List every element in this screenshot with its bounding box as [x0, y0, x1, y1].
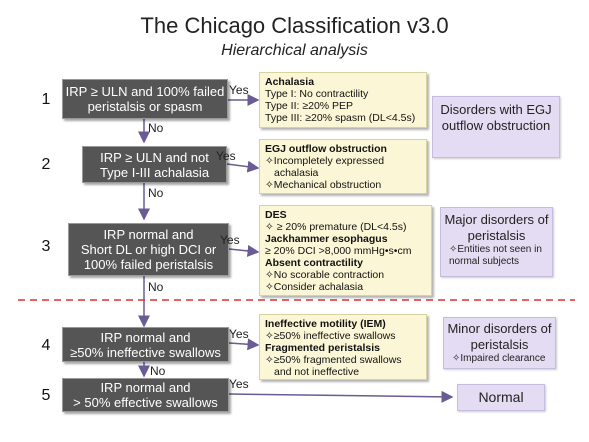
achalasia-heading: Achalasia [265, 76, 315, 88]
decision-5-line-2: > 50% effective swallows [73, 395, 218, 410]
decision-3-line-1: IRP normal and [103, 227, 194, 242]
category-normal-label: Normal [478, 389, 524, 405]
yes-arrow-2 [226, 160, 260, 173]
category-minor-note: ✧Impaired clearance [452, 353, 546, 364]
category-major-note: ✧Entities not seen in normal subjects [449, 244, 542, 267]
step-number-5: 5 [41, 387, 51, 404]
decision-3-line-3: 100% failed peristalsis [83, 257, 214, 272]
no-label-1: No [148, 121, 164, 135]
decision-box-4: IRP normal and≥50% ineffective swallows [62, 327, 229, 362]
yes-arrow-4 [228, 338, 260, 351]
jackhammer-item: ≥ 20% DCI >8,000 mmHg•s•cm [265, 245, 412, 257]
category-major-label: Major disorders of peristalsis [444, 212, 549, 243]
absent-item-1: ✧No scorable contraction [265, 269, 385, 281]
yes-arrow-5 [228, 390, 454, 403]
decision-5-line-1: IRP normal and [100, 380, 191, 395]
category-minor-peristalsis: Minor disorders of peristalsis ✧Impaired… [443, 317, 556, 369]
step-number-1: 1 [41, 91, 51, 108]
decision-1-line-1: IRP ≥ ULN and 100% failed [65, 84, 225, 99]
absent-contractility-heading: Absent contractility [265, 257, 364, 269]
yes-label-4: Yes [229, 327, 249, 341]
category-normal: Normal [457, 384, 545, 411]
major-disorders-box: DES ✧ ≥ 20% premature (DL<4.5s) Jackhamm… [259, 205, 432, 296]
decision-2-line-2: Type I-III achalasia [99, 164, 210, 180]
des-heading: DES [265, 209, 287, 221]
no-label-3: No [148, 280, 164, 294]
yes-label-5: Yes [229, 377, 249, 391]
page-title: The Chicago Classification v3.0 [140, 13, 449, 38]
absent-item-2: ✧Consider achalasia [265, 281, 364, 293]
egj-item-1-cont: achalasia [274, 167, 319, 179]
decision-3-line-2: Short DL or high DCI or [80, 242, 217, 257]
egj-item-1: ✧Incompletely expressed [265, 155, 385, 167]
decision-4-line-2: ≥50% ineffective swallows [70, 344, 221, 360]
step-number-2: 2 [41, 156, 51, 173]
decision-box-5: IRP normal and> 50% effective swallows [62, 378, 229, 412]
yes-label-2: Yes [216, 149, 236, 163]
iem-heading: Ineffective motility (IEM) [265, 318, 386, 330]
des-item: ✧ ≥ 20% premature (DL<4.5s) [265, 221, 407, 233]
minor-disorders-box: Ineffective motility (IEM) ✧≥50% ineffec… [259, 314, 427, 380]
achalasia-box: Achalasia Type I: No contractility Type … [259, 72, 427, 128]
yes-arrow-3 [228, 244, 260, 257]
jackhammer-heading: Jackhammer esophagus [265, 233, 388, 245]
egj-heading: EGJ outflow obstruction [265, 143, 387, 155]
achalasia-type-2: Type II: ≥20% PEP [265, 100, 354, 112]
yes-label-3: Yes [220, 233, 240, 247]
decision-2-line-1: IRP ≥ ULN and not [100, 149, 209, 165]
category-major-peristalsis: Major disorders of peristalsis ✧Entities… [440, 207, 553, 277]
category-egj-label: Disorders with EGJ outflow obstruction [440, 102, 552, 133]
yes-label-1: Yes [229, 83, 249, 97]
iem-item: ✧≥50% ineffective swallows [265, 330, 396, 342]
decision-4-line-1: IRP normal and [100, 329, 191, 345]
page-subtitle: Hierarchical analysis [221, 42, 368, 59]
category-egj-outflow: Disorders with EGJ outflow obstruction [432, 96, 560, 158]
egj-obstruction-box: EGJ outflow obstruction ✧Incompletely ex… [259, 139, 427, 194]
step-number-3: 3 [41, 238, 51, 255]
decision-1-line-2: peristalsis or spasm [87, 99, 203, 114]
category-minor-label: Minor disorders of peristalsis [447, 321, 552, 352]
achalasia-type-1: Type I: No contractility [265, 88, 369, 100]
fragmented-item-2: and not ineffective [274, 366, 360, 378]
no-label-2: No [148, 186, 164, 200]
achalasia-type-3: Type III: ≥20% spasm (DL<4.5s) [265, 112, 416, 124]
fragmented-heading: Fragmented peristalsis [265, 342, 380, 354]
fragmented-item-1: ✧≥50% fragmented swallows [265, 354, 402, 366]
no-label-4: No [150, 364, 166, 378]
egj-item-2: ✧Mechanical obstruction [265, 179, 382, 191]
step-number-4: 4 [41, 337, 51, 354]
